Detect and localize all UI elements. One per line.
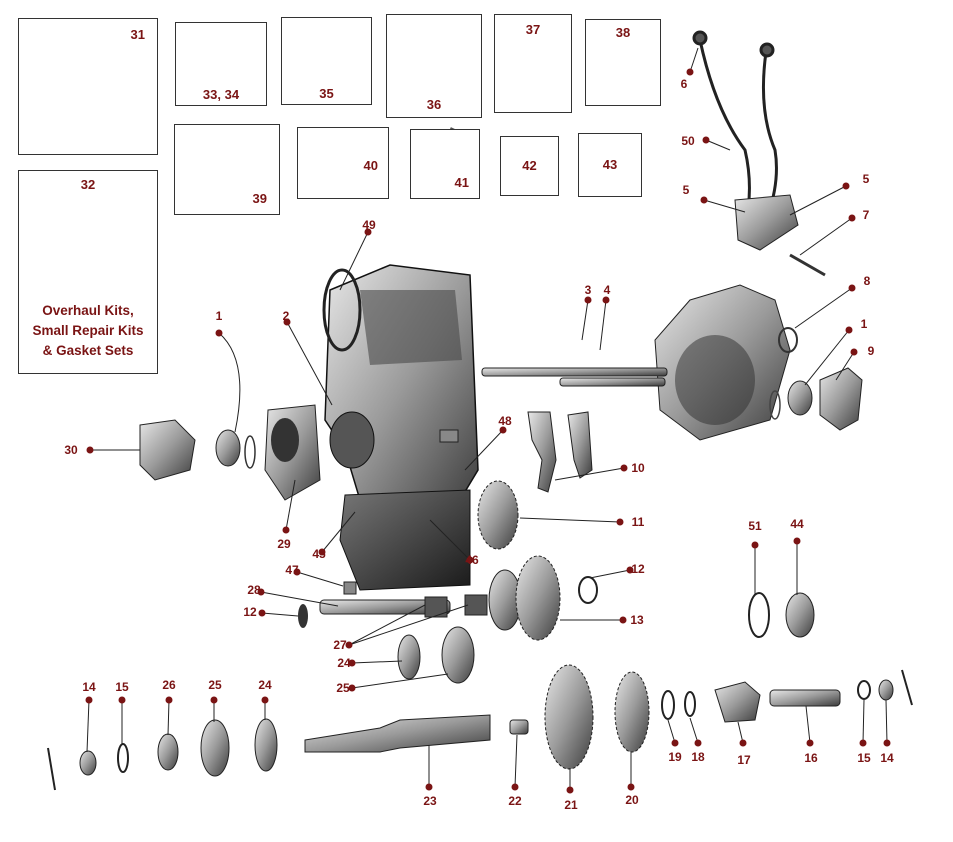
callout-26[interactable]: 26 (162, 678, 176, 692)
callout-50[interactable]: 50 (681, 134, 695, 148)
callout-5-right[interactable]: 5 (862, 172, 870, 186)
callout-25-mid[interactable]: 25 (336, 681, 350, 695)
leader-dots (85, 68, 891, 794)
callout-1-left[interactable]: 1 (215, 309, 223, 323)
front-yoke (139, 404, 321, 501)
callout-19[interactable]: 19 (668, 750, 682, 764)
part-box-40[interactable]: 40 (297, 127, 389, 199)
part-box-41[interactable]: 41 (410, 129, 480, 199)
part-box-38[interactable]: 38 (585, 19, 661, 106)
callout-13[interactable]: 13 (630, 613, 644, 627)
callout-12-right[interactable]: 12 (631, 562, 645, 576)
part-box-33-34[interactable]: 33, 34 (175, 22, 267, 106)
part-box-36[interactable]: 36 (386, 14, 482, 118)
part-number-43: 43 (602, 157, 618, 172)
callout-10[interactable]: 10 (631, 461, 645, 475)
callout-5-left[interactable]: 5 (682, 183, 690, 197)
callout-14-left[interactable]: 14 (82, 680, 96, 694)
callout-23[interactable]: 23 (423, 794, 437, 808)
callout-51[interactable]: 51 (748, 519, 762, 533)
callout-17[interactable]: 17 (737, 753, 751, 767)
callout-20[interactable]: 20 (625, 793, 639, 807)
callout-1-right[interactable]: 1 (860, 317, 868, 331)
part-number-40: 40 (363, 158, 378, 173)
bearing-snap-ring (748, 592, 815, 638)
callout-22[interactable]: 22 (508, 794, 522, 808)
part-number-31: 31 (130, 27, 145, 42)
callout-16[interactable]: 16 (804, 751, 818, 765)
kit-description: Overhaul Kits, Small Repair Kits & Gaske… (19, 301, 157, 361)
shift-rails (481, 367, 668, 387)
callout-29[interactable]: 29 (277, 537, 291, 551)
callout-15-right[interactable]: 15 (857, 751, 871, 765)
part-number-37: 37 (525, 22, 541, 37)
part-number-42: 42 (522, 158, 537, 173)
callout-4[interactable]: 4 (603, 283, 611, 297)
shift-levers (692, 30, 778, 216)
callout-9[interactable]: 9 (867, 344, 875, 358)
shifter-housing (654, 194, 826, 441)
gear-cluster (298, 480, 598, 684)
bottom-parts (47, 664, 913, 791)
part-box-42[interactable]: 42 (500, 136, 559, 196)
part-number-39: 39 (252, 191, 267, 206)
part-box-43[interactable]: 43 (578, 133, 642, 197)
callout-25-bottom[interactable]: 25 (208, 678, 222, 692)
callout-48[interactable]: 48 (498, 414, 512, 428)
callout-28[interactable]: 28 (247, 583, 261, 597)
part-number-32: 32 (80, 177, 96, 192)
callout-49[interactable]: 49 (362, 218, 376, 232)
callout-24-bottom[interactable]: 24 (258, 678, 272, 692)
callout-8[interactable]: 8 (863, 274, 871, 288)
part-number-36: 36 (426, 97, 442, 112)
part-box-39[interactable]: 39 (174, 124, 280, 215)
callout-12-left[interactable]: 12 (243, 605, 257, 619)
part-number-33-34: 33, 34 (202, 87, 240, 102)
callout-44[interactable]: 44 (790, 517, 804, 531)
transfer-case-body (322, 264, 479, 591)
callout-18[interactable]: 18 (691, 750, 705, 764)
callout-27[interactable]: 27 (333, 638, 347, 652)
kit-line-gasket: & Gasket Sets (42, 343, 134, 358)
callout-24-mid[interactable]: 24 (337, 656, 351, 670)
callout-3[interactable]: 3 (584, 283, 592, 297)
callout-21[interactable]: 21 (564, 798, 578, 812)
part-box-31[interactable]: 31 (18, 18, 158, 155)
shift-forks (527, 411, 593, 493)
part-box-32-kits[interactable]: 32 Overhaul Kits, Small Repair Kits & Ga… (18, 170, 158, 374)
part-box-37[interactable]: 37 (494, 14, 572, 113)
callout-47[interactable]: 47 (285, 563, 299, 577)
part-number-35: 35 (319, 86, 334, 101)
callout-11[interactable]: 11 (631, 515, 645, 529)
part-number-38: 38 (615, 25, 631, 40)
callout-6[interactable]: 6 (680, 77, 688, 91)
callout-7[interactable]: 7 (862, 208, 870, 222)
kit-line-overhaul: Overhaul Kits, (42, 303, 134, 318)
callout-14-right[interactable]: 14 (880, 751, 894, 765)
leader-lines (86, 47, 888, 790)
callout-2[interactable]: 2 (282, 309, 290, 323)
callout-30[interactable]: 30 (64, 443, 78, 457)
callout-45[interactable]: 45 (312, 547, 326, 561)
kit-line-repair: Small Repair Kits (32, 323, 144, 338)
part-box-35[interactable]: 35 (281, 17, 372, 105)
callout-46[interactable]: 46 (465, 553, 479, 567)
callout-15-left[interactable]: 15 (115, 680, 129, 694)
right-side-parts (769, 327, 863, 431)
part-number-41: 41 (454, 175, 469, 190)
